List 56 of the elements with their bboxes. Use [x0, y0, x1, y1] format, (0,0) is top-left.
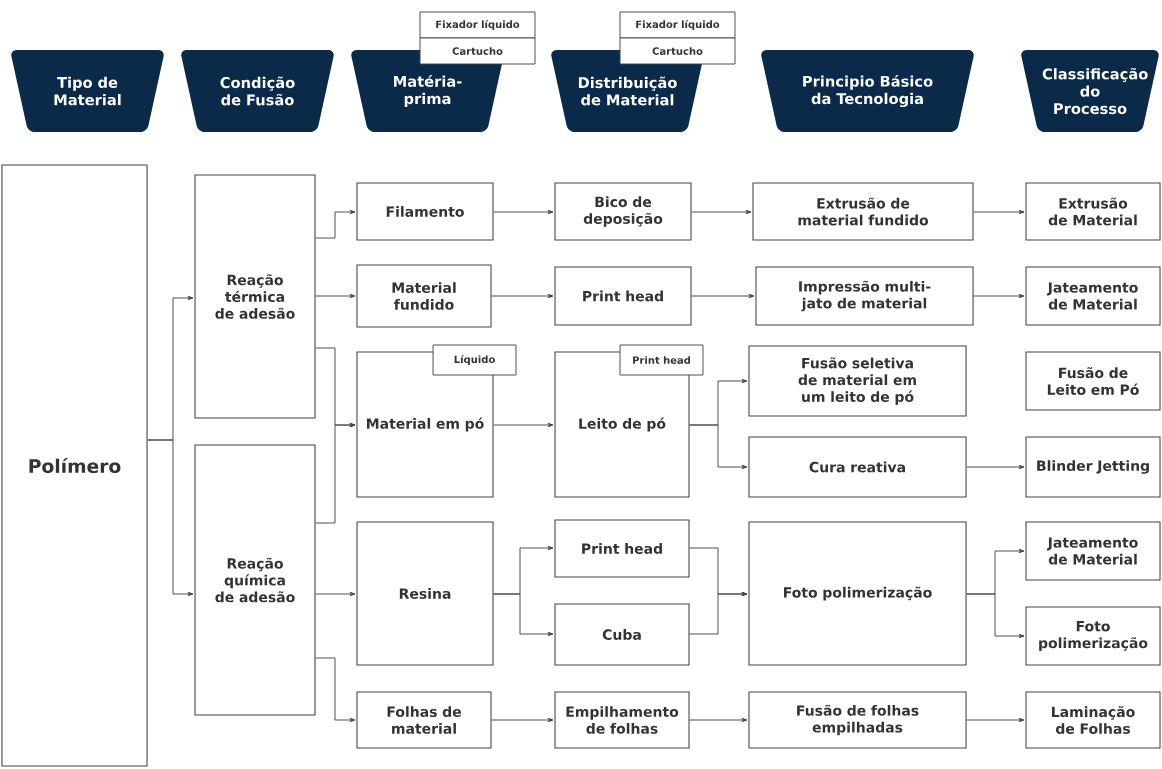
process-box: Jateamento de Material — [1025, 521, 1161, 581]
material-box: Polímero — [1, 164, 148, 767]
process-box: Cura reativa — [748, 436, 967, 498]
process-box: Print head — [554, 519, 690, 578]
process-box: Reação térmica de adesão — [194, 174, 316, 419]
arrow — [973, 209, 1025, 215]
arrow — [493, 593, 554, 637]
arrow — [689, 717, 748, 723]
process-box: Bico de deposição — [554, 182, 692, 241]
arrow — [966, 593, 1025, 639]
arrow — [315, 657, 356, 723]
process-box: Extrusão de material fundido — [752, 182, 974, 241]
process-box: Blinder Jetting — [1025, 436, 1161, 498]
arrow — [966, 464, 1025, 470]
process-box: Extrusão de Material — [1025, 182, 1161, 241]
arrow — [966, 717, 1025, 723]
arrow — [315, 209, 356, 239]
column-header: Condição de Fusão — [181, 50, 334, 132]
process-box: Reação química de adesão — [194, 444, 316, 716]
process-box: Cuba — [554, 603, 690, 666]
arrow — [689, 424, 748, 470]
arrow — [147, 439, 194, 597]
process-box: Fusão de Leito em Pó — [1025, 351, 1161, 411]
column-header: Tipo de Material — [11, 50, 164, 132]
process-box: Fusão seletiva de material em um leito de pó — [748, 345, 967, 417]
arrow — [973, 293, 1025, 299]
process-box: Filamento — [356, 182, 494, 241]
process-box: Jateamento de Material — [1025, 266, 1161, 326]
arrow — [315, 591, 356, 597]
arrow — [689, 591, 748, 635]
process-box: Material fundido — [356, 264, 492, 328]
tag-box: Cartucho — [619, 37, 736, 65]
arrow — [691, 209, 752, 215]
arrow — [315, 422, 356, 524]
process-box: Foto polimerização — [1025, 606, 1161, 666]
tag-box: Líquido — [432, 344, 517, 376]
process-box: Laminação de Folhas — [1025, 691, 1161, 749]
process-box: Fusão de folhas empilhadas — [748, 691, 967, 749]
arrow — [493, 422, 554, 428]
process-box: Empilhamento de folhas — [554, 691, 690, 749]
arrow — [491, 717, 554, 723]
column-header: Classificação do Processo — [1021, 50, 1159, 132]
tag-box: Print head — [619, 344, 704, 376]
arrow — [691, 293, 755, 299]
arrow — [491, 293, 554, 299]
process-box: Resina — [356, 521, 494, 666]
arrow — [493, 209, 554, 215]
process-box: Impressão multi-jato de material — [755, 266, 974, 326]
process-box: Foto polimerização — [748, 521, 967, 666]
tag-box: Cartucho — [419, 37, 536, 65]
process-box: Folhas de material — [356, 691, 492, 749]
tag-box: Fixador líquido — [419, 11, 536, 39]
arrow — [315, 293, 356, 299]
process-box: Print head — [554, 266, 692, 326]
column-header: Principio Básico da Tecnologia — [761, 50, 974, 132]
tag-box: Fixador líquido — [619, 11, 736, 39]
